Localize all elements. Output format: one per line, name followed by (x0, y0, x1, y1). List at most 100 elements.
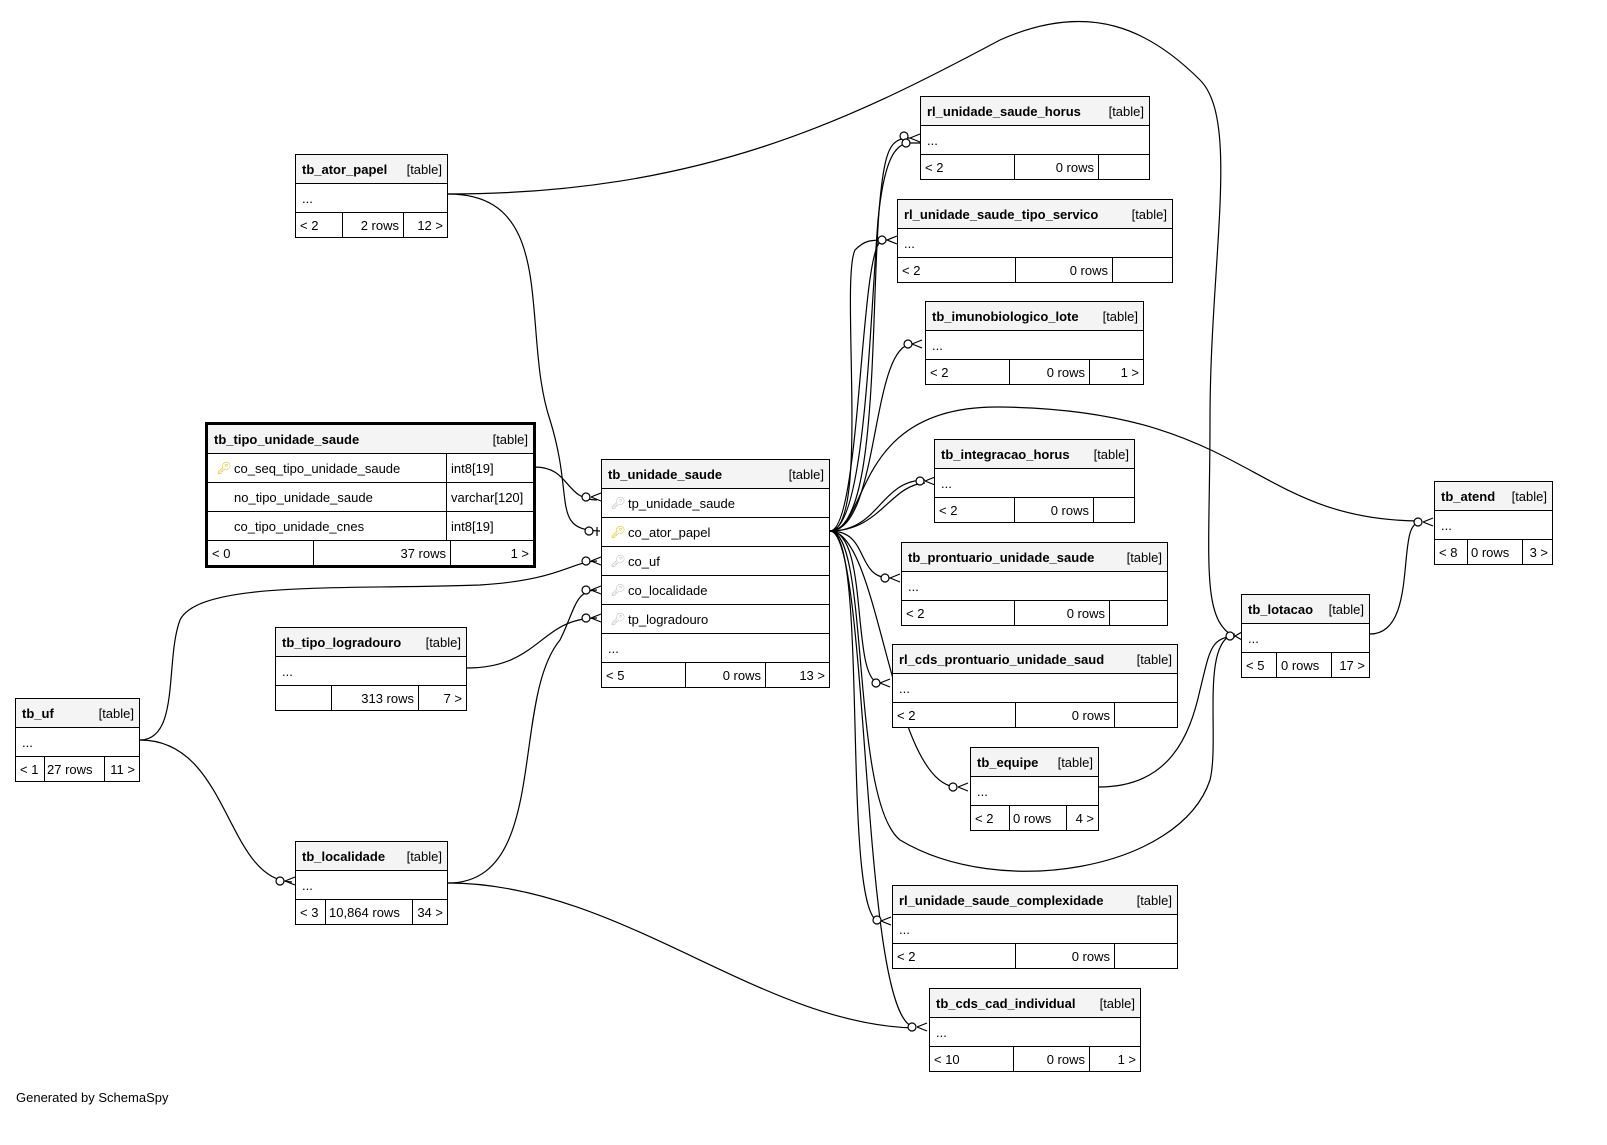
table-type: [table] (1328, 601, 1364, 617)
parents-count[interactable]: < 1 (20, 761, 39, 777)
row-count: 313 rows (331, 686, 418, 710)
column-row[interactable]: 🔑︎tp_logradouro (602, 605, 829, 634)
column-row[interactable]: 🔑︎co_uf (602, 547, 829, 576)
generator-credit: Generated by SchemaSpy (16, 1090, 169, 1105)
table-name: tb_tipo_logradouro (282, 634, 402, 650)
parents-count[interactable]: < 2 (300, 217, 319, 233)
table-rl-unidade-saude-complexidade[interactable]: rl_unidade_saude_complexidade [table] ...… (892, 885, 1178, 969)
children-count[interactable]: 34 > (412, 900, 447, 924)
children-count[interactable]: 17 > (1331, 653, 1369, 677)
row-count: 10,864 rows (325, 900, 412, 924)
table-rl-unidade-saude-tipo-servico[interactable]: rl_unidade_saude_tipo_servico[table] ...… (897, 199, 1173, 283)
column-name: co_seq_tipo_unidade_saude (234, 460, 401, 476)
columns-ellipsis: ... (276, 657, 466, 686)
table-name: rl_unidade_saude_tipo_servico (904, 206, 1099, 222)
children-count[interactable]: 7 > (418, 686, 466, 710)
children-count[interactable]: 1 > (450, 541, 533, 565)
parents-count[interactable]: < 2 (906, 605, 925, 621)
table-type: [table] (425, 634, 461, 650)
column-type: int8[19] (446, 454, 533, 482)
table-type: [table] (1057, 754, 1093, 770)
edge-us-prontuario (829, 530, 891, 579)
row-count: 0 rows (1013, 1047, 1089, 1071)
parents-count[interactable]: < 5 (606, 667, 625, 683)
table-name: tb_uf (22, 705, 54, 721)
table-type: [table] (788, 466, 824, 482)
table-name: rl_unidade_saude_horus (927, 103, 1081, 119)
table-tb-prontuario-unidade-saude[interactable]: tb_prontuario_unidade_saude[table] ... <… (901, 542, 1168, 626)
children-count[interactable]: 4 > (1066, 806, 1098, 830)
table-type: [table] (492, 431, 528, 447)
edge-uf-localidade (139, 739, 293, 883)
columns-ellipsis: ... (296, 871, 447, 900)
parents-count[interactable]: < 2 (975, 810, 994, 826)
parents-count[interactable]: < 2 (897, 707, 916, 723)
columns-ellipsis: ... (935, 469, 1134, 498)
children-count[interactable] (1114, 944, 1177, 968)
parents-count[interactable]: < 3 (300, 904, 319, 920)
edge-logradouro (466, 617, 598, 669)
children-count[interactable]: 12 > (403, 213, 447, 237)
children-count[interactable] (1114, 703, 1177, 727)
row-count: 0 rows (1015, 944, 1114, 968)
children-count[interactable] (1098, 155, 1149, 179)
children-count[interactable] (1112, 258, 1172, 282)
edge-us-complexidade (829, 530, 881, 923)
children-count[interactable]: 3 > (1522, 540, 1552, 564)
table-tb-tipo-unidade-saude[interactable]: tb_tipo_unidade_saude[table] 🔑︎co_seq_ti… (205, 422, 536, 568)
children-count[interactable] (1109, 601, 1167, 625)
table-rl-cds-prontuario-unidade-saud[interactable]: rl_cds_prontuario_unidade_saud[table] ..… (892, 644, 1178, 728)
column-row[interactable]: 🔑︎co_ator_papel (602, 518, 829, 547)
parents-count[interactable]: < 2 (902, 262, 921, 278)
foreign-key-icon: 🔑︎ (610, 496, 626, 510)
children-count[interactable] (1093, 498, 1134, 522)
row-count: 0 rows (685, 663, 765, 687)
table-name: rl_unidade_saude_complexidade (899, 892, 1104, 908)
parents-count[interactable]: < 0 (212, 545, 231, 561)
column-name: co_localidade (628, 582, 708, 598)
table-type: [table] (406, 848, 442, 864)
parents-count[interactable]: < 2 (930, 364, 949, 380)
columns-ellipsis: ... (893, 915, 1177, 944)
table-tb-unidade-saude[interactable]: tb_unidade_saude[table] 🔑︎tp_unidade_sau… (601, 459, 830, 688)
parents-count[interactable]: < 2 (925, 159, 944, 175)
table-type: [table] (1136, 892, 1172, 908)
column-row[interactable]: 🔑︎tp_unidade_saude (602, 489, 829, 518)
table-type: [table] (1511, 488, 1547, 504)
edge-us-tiposervico-2 (829, 241, 881, 532)
table-name: rl_cds_prontuario_unidade_saud (899, 651, 1105, 667)
table-name: tb_atend (1441, 488, 1496, 504)
column-row[interactable]: 🔑︎co_localidade (602, 576, 829, 605)
foreign-key-icon: 🔑︎ (610, 554, 626, 568)
children-count[interactable]: 1 > (1089, 360, 1143, 384)
table-type: [table] (1126, 549, 1162, 565)
parents-count[interactable]: < 8 (1439, 544, 1458, 560)
columns-ellipsis: ... (926, 331, 1143, 360)
parents-count[interactable] (276, 686, 331, 710)
parents-count[interactable]: < 10 (934, 1051, 960, 1067)
children-count[interactable]: 11 > (104, 757, 139, 781)
parents-count[interactable]: < 2 (897, 948, 916, 964)
children-count[interactable]: 1 > (1089, 1047, 1140, 1071)
table-type: [table] (98, 705, 134, 721)
table-name: tb_imunobiologico_lote (932, 308, 1079, 324)
row-count: 0 rows (1014, 601, 1109, 625)
table-type: [table] (1093, 446, 1129, 462)
parents-count[interactable]: < 5 (1246, 657, 1265, 673)
children-count[interactable]: 13 > (765, 663, 829, 687)
parents-count[interactable]: < 2 (939, 502, 958, 518)
